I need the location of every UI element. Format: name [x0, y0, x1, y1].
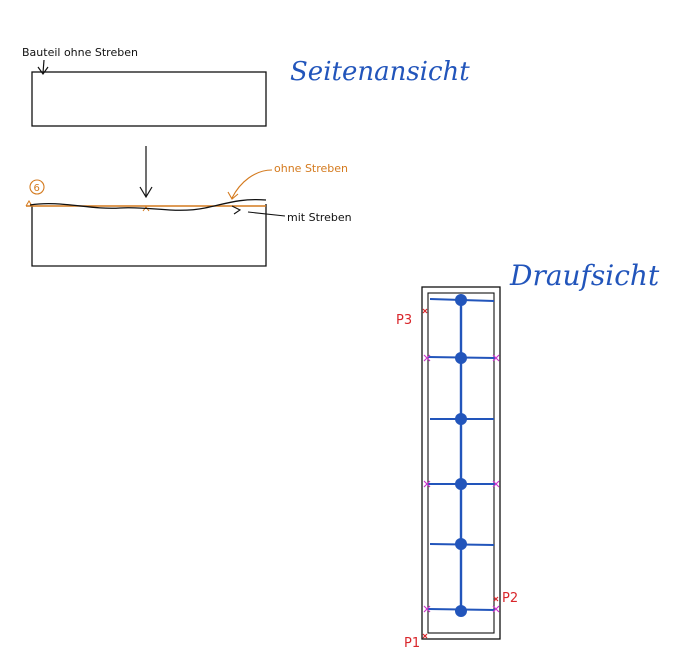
frame-outer [421, 286, 501, 640]
load-arrow [139, 146, 153, 199]
component-pointer-arrow [37, 59, 49, 76]
point-marker-p3 [422, 308, 428, 314]
strut-node [455, 538, 467, 550]
marker-x [492, 605, 500, 613]
side-view: Bauteil ohne Streben Seitenansicht 6 ohn… [22, 46, 470, 267]
strut-node [455, 352, 467, 364]
top-view-title: Draufsicht [509, 259, 660, 292]
marker-x [423, 354, 431, 362]
point-marker-p1 [422, 633, 428, 639]
point-label-p1: P1 [404, 636, 420, 651]
point-label-p2: P2 [502, 591, 518, 606]
red-markers [422, 308, 499, 639]
strut-node [455, 294, 467, 306]
label-with-struts: mit Streben [287, 211, 352, 224]
top-view: Draufsicht [396, 259, 660, 651]
marker-x [423, 480, 431, 488]
strut-node [455, 413, 467, 425]
pointer-with-struts [231, 205, 286, 217]
pointer-without-struts [227, 169, 273, 200]
component-label: Bauteil ohne Streben [22, 46, 138, 59]
marker-x [423, 605, 431, 613]
line-with-struts [29, 198, 267, 211]
marker-number: 6 [34, 183, 40, 194]
point-label-p3: P3 [396, 313, 412, 328]
label-without-struts: ohne Streben [274, 162, 348, 175]
component-rectangle-top [31, 71, 267, 127]
strut-node [455, 605, 467, 617]
strut-node [455, 478, 467, 490]
frame-inner [427, 292, 495, 634]
point-marker-p2 [493, 596, 499, 602]
strut-nodes [455, 294, 467, 617]
marker-x [492, 354, 500, 362]
marker-x [492, 480, 500, 488]
component-rectangle-bottom [31, 204, 267, 267]
marker-circle [29, 179, 45, 195]
magenta-markers [423, 354, 500, 613]
side-view-title: Seitenansicht [290, 57, 470, 87]
support-marker-middle [142, 206, 150, 212]
